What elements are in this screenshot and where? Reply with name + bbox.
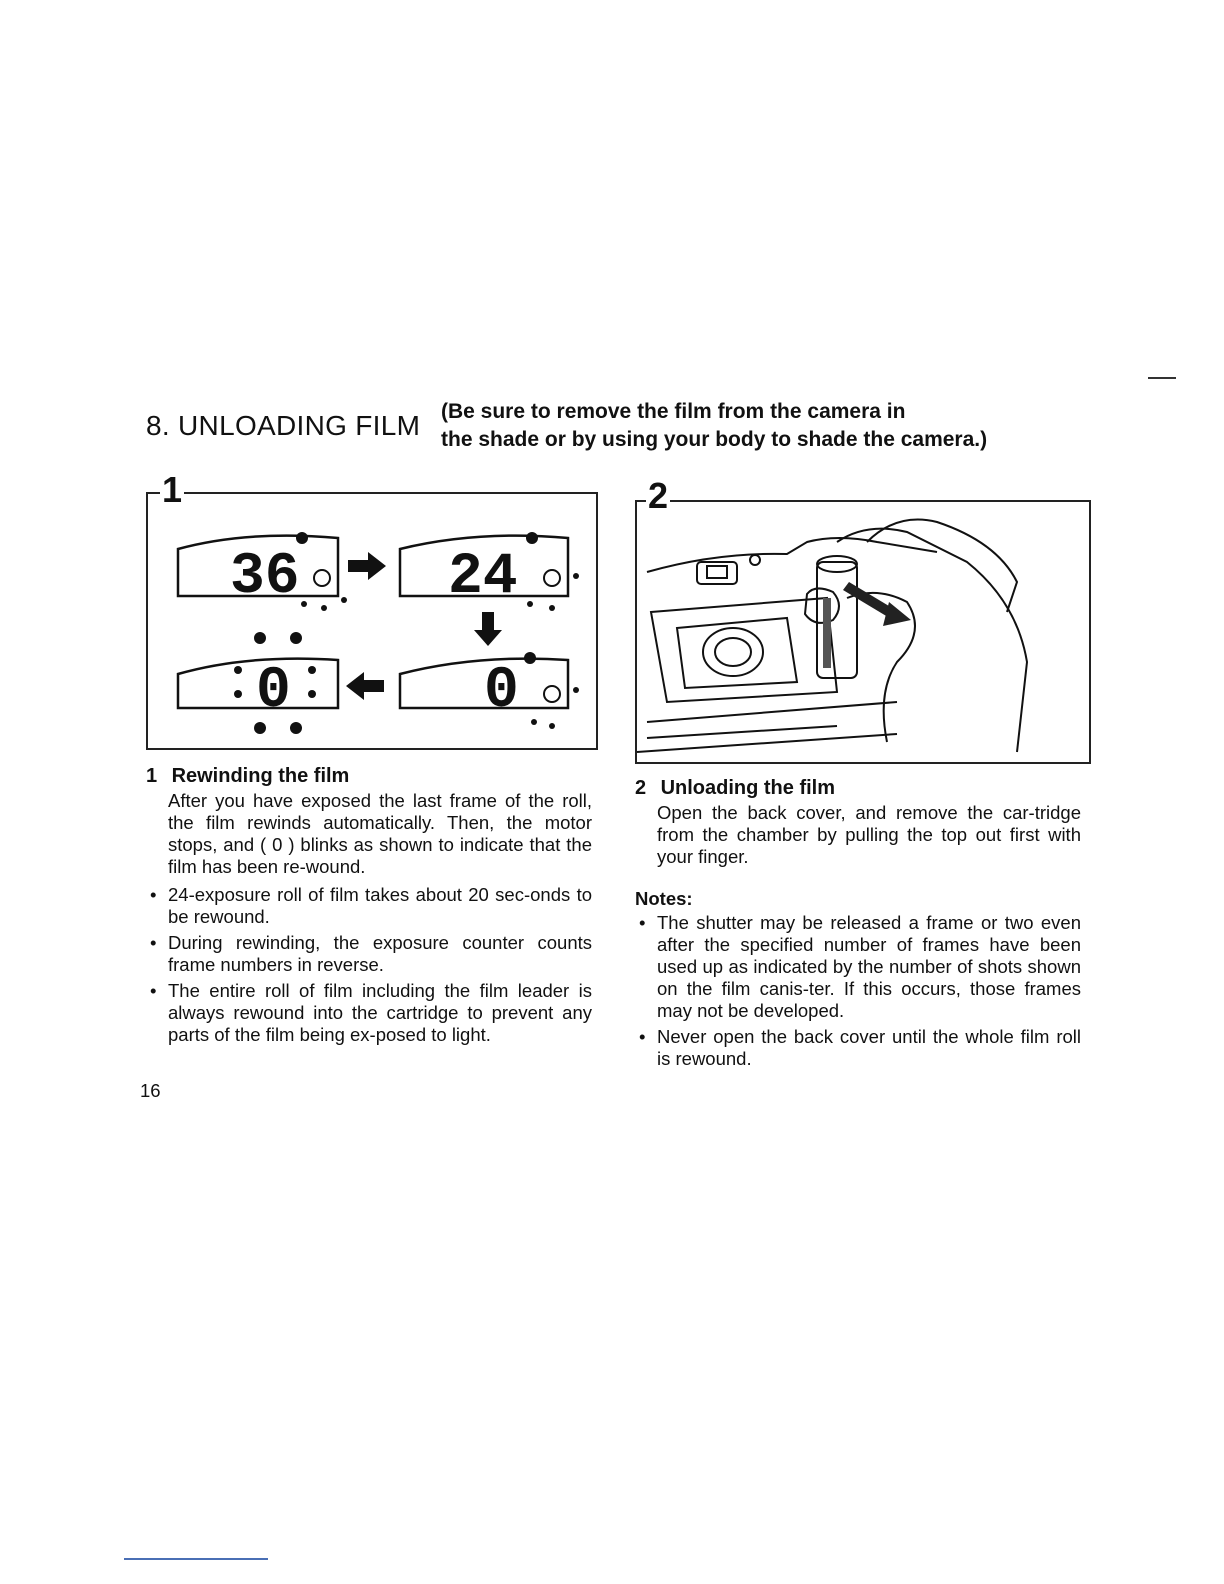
scan-mark [124,1558,268,1560]
figure-1-display-sequence: 36 24 0 0 [146,492,598,750]
section-note: (Be sure to remove the film from the cam… [441,398,1081,454]
lcd-digit: 36 [230,545,300,610]
arrow-left [346,672,384,700]
notes-list: •The shutter may be released a frame or … [635,912,1081,1070]
hand-outline [836,527,1029,753]
list-item-text: 24-exposure roll of film takes about 20 … [168,884,592,927]
unloading-illustration [637,518,1029,753]
lcd-panel [176,657,340,710]
notes-heading: Notes: [635,888,693,909]
section-note-line-2: the shade or by using your body to shade… [441,428,988,451]
list-item: •The shutter may be released a frame or … [639,912,1081,1021]
figure-1-number: 1 [160,469,185,510]
film-chamber [649,596,839,704]
cartridge-texture [823,598,831,668]
rewinding-heading-number: 1 [146,765,158,787]
lcd-panel [176,534,340,598]
rewinding-paragraph: After you have exposed the last frame of… [168,790,592,877]
list-item: •24-exposure roll of film takes about 20… [150,884,592,927]
film-cartridge [816,561,858,679]
list-item-text: During rewinding, the exposure counter c… [168,932,592,975]
arrow-down [474,612,502,646]
film-cassette-symbol [543,685,561,703]
list-item-text: Never open the back cover until the whol… [657,1026,1081,1069]
rewinding-heading-text: Rewinding the film [171,765,350,787]
lcd-digit: 0 [484,659,519,724]
film-cassette-symbol [543,569,561,587]
lcd-digit: 0 [256,659,291,724]
figure-2-number: 2 [646,475,671,516]
unloading-section: 2 Unloading the film Open the back cover… [635,776,1081,1074]
rewinding-bullets: •24-exposure roll of film takes about 20… [146,884,592,1046]
camera-body-outline [646,537,938,573]
lcd-panel [398,534,570,598]
camera-window [696,561,738,585]
list-item: •Never open the back cover until the who… [639,1026,1081,1069]
rewinding-section: 1 Rewinding the film After you have expo… [146,764,592,1050]
display-sequence-illustration: 36 24 0 0 [176,532,579,734]
rewinding-heading: 1 Rewinding the film [146,764,592,788]
film-cassette-symbol [313,569,331,587]
thumb-outline [803,587,840,624]
list-item: •During rewinding, the exposure counter … [150,932,592,975]
unloading-heading: 2 Unloading the film [635,776,1081,800]
scan-mark [1148,377,1176,379]
section-note-line-1: (Be sure to remove the film from the cam… [441,400,906,423]
list-item-text: The shutter may be released a frame or t… [657,912,1081,1021]
list-item-text: The entire roll of film including the fi… [168,980,592,1045]
unloading-heading-number: 2 [635,777,647,799]
page-number: 16 [140,1080,161,1101]
section-title: 8. UNLOADING FILM [146,410,421,441]
lens-opening [702,627,764,677]
unloading-heading-text: Unloading the film [660,777,835,799]
unloading-paragraph: Open the back cover, and remove the car-… [657,802,1081,867]
pull-direction-arrow [843,582,899,620]
figure-2-unloading-illustration [635,500,1091,764]
arrow-right [348,552,386,580]
list-item: •The entire roll of film including the f… [150,980,592,1045]
lcd-digit: 24 [448,545,518,610]
lcd-panel [398,657,570,710]
